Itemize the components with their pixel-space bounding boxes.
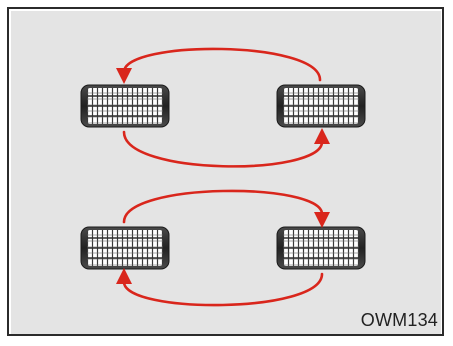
diagram-panel — [11, 11, 441, 334]
arrow-rear-right-to-rear-left — [122, 272, 324, 307]
arrowhead-rear-right — [314, 212, 330, 228]
arrow-rear-left-to-rear-right — [122, 189, 324, 224]
arrowhead-rear-left — [116, 268, 132, 284]
arrow-front-left-to-front-right — [122, 130, 324, 168]
tire-icon-rear-left — [80, 226, 170, 270]
arrowhead-front-left — [116, 68, 132, 84]
figure-code-label: OWM134 — [360, 310, 438, 330]
arrowhead-front-right — [314, 128, 330, 144]
tire-icon-front-left — [80, 84, 170, 128]
arrow-front-right-to-front-left — [122, 47, 322, 82]
tire-icon-rear-right — [276, 226, 366, 270]
tire-icon-front-right — [276, 84, 366, 128]
